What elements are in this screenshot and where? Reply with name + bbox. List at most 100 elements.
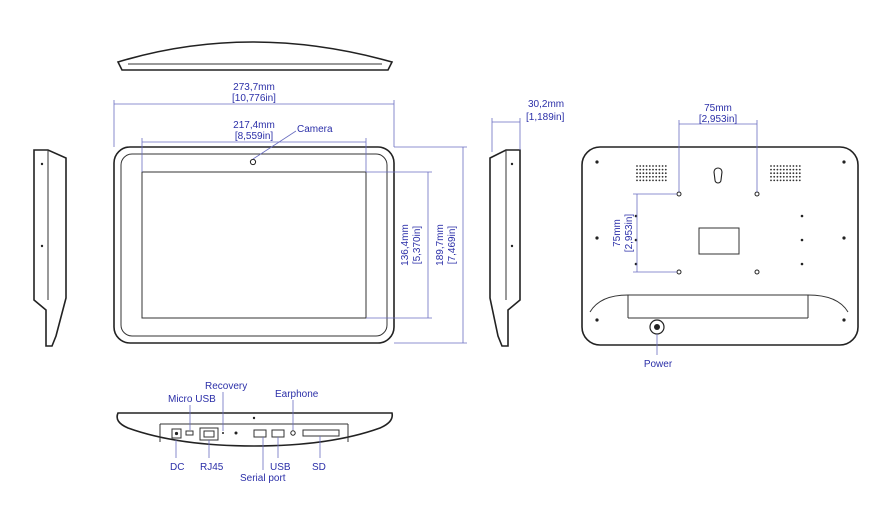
- speaker-hole: [652, 168, 654, 171]
- speaker-hole: [779, 165, 782, 167]
- speaker-hole: [779, 175, 782, 178]
- speaker-hole: [770, 168, 772, 171]
- speaker-hole: [664, 179, 667, 182]
- speaker-hole: [655, 175, 658, 178]
- speaker-hole: [652, 175, 654, 178]
- rj45-label: RJ45: [200, 462, 224, 473]
- speaker-hole: [789, 172, 792, 175]
- speaker-hole: [789, 175, 792, 178]
- speaker-hole: [773, 165, 776, 167]
- speaker-hole: [645, 175, 648, 178]
- sd-label: SD: [312, 462, 326, 473]
- speaker-hole: [661, 175, 664, 178]
- vesa-v-in-label: [2,953in]: [624, 214, 635, 253]
- speaker-hole: [655, 168, 658, 171]
- speaker-hole: [639, 179, 642, 182]
- camera-label: Camera: [297, 124, 333, 135]
- speaker-hole: [770, 165, 772, 167]
- speaker-hole: [652, 165, 654, 167]
- speaker-hole: [782, 179, 785, 182]
- speaker-hole: [648, 179, 651, 182]
- speaker-hole: [661, 172, 664, 175]
- speaker-hole: [636, 165, 638, 167]
- width-mm-label: 273,7mm: [233, 82, 275, 93]
- speaker-hole: [789, 179, 792, 182]
- vesa-h-in-label: [2,953in]: [699, 114, 738, 125]
- speaker-hole: [655, 165, 658, 167]
- depth-mm-label: 30,2mm: [528, 99, 564, 110]
- front-dimensions: [113, 100, 467, 344]
- speaker-hole: [652, 172, 654, 175]
- speaker-hole: [639, 168, 642, 171]
- speaker-hole: [648, 165, 651, 167]
- speaker-hole: [636, 179, 638, 182]
- speaker-hole: [792, 165, 795, 167]
- left-side-view: [33, 149, 67, 347]
- speaker-hole: [798, 165, 801, 167]
- speaker-hole: [773, 172, 776, 175]
- speaker-hole: [776, 172, 779, 175]
- back-view: [581, 146, 859, 346]
- speaker-hole: [776, 165, 779, 167]
- micro-usb-label: Micro USB: [168, 394, 216, 405]
- dc-label: DC: [170, 462, 184, 473]
- speaker-hole: [792, 172, 795, 175]
- usb-label: USB: [270, 462, 291, 473]
- speaker-hole: [795, 168, 798, 171]
- vesa-v-mm-label: 75mm: [612, 219, 623, 247]
- front-view: [113, 146, 395, 344]
- power-label: Power: [644, 359, 673, 370]
- screen-height-in-label: [5,370in]: [412, 226, 423, 265]
- speaker-hole: [642, 175, 645, 178]
- speaker-hole: [789, 168, 792, 171]
- speaker-hole: [776, 168, 779, 171]
- speaker-hole: [658, 179, 661, 182]
- screen-width-mm-label: 217,4mm: [233, 120, 275, 131]
- speaker-hole: [782, 175, 785, 178]
- speaker-hole: [773, 175, 776, 178]
- speaker-hole: [658, 168, 661, 171]
- vesa-dimensions: [633, 120, 758, 355]
- vesa-h-mm-label: 75mm: [704, 103, 732, 114]
- speaker-hole: [642, 179, 645, 182]
- camera-lens-icon: [249, 158, 257, 166]
- speaker-hole: [658, 175, 661, 178]
- depth-dimension: [491, 118, 521, 152]
- speaker-hole: [645, 168, 648, 171]
- speaker-hole: [792, 168, 795, 171]
- serial-port-label: Serial port: [240, 473, 286, 484]
- speaker-hole: [648, 175, 651, 178]
- speaker-hole: [636, 172, 638, 175]
- speaker-hole: [779, 168, 782, 171]
- speaker-hole: [770, 172, 772, 175]
- speaker-hole: [645, 165, 648, 167]
- speaker-hole: [789, 165, 792, 167]
- recovery-label: Recovery: [205, 381, 247, 392]
- speaker-grill-right: [770, 165, 801, 182]
- speaker-hole: [636, 168, 638, 171]
- height-mm-label: 189,7mm: [435, 224, 446, 266]
- speaker-hole: [773, 168, 776, 171]
- speaker-hole: [792, 175, 795, 178]
- speaker-hole: [792, 179, 795, 182]
- speaker-hole: [798, 172, 801, 175]
- speaker-hole: [642, 165, 645, 167]
- top-view: [116, 41, 394, 71]
- speaker-hole: [795, 172, 798, 175]
- speaker-hole: [786, 165, 788, 167]
- speaker-hole: [664, 172, 667, 175]
- speaker-hole: [798, 168, 801, 171]
- screen-width-in-label: [8,559in]: [235, 131, 274, 142]
- speaker-hole: [636, 175, 638, 178]
- speaker-hole: [776, 175, 779, 178]
- screen-height-mm-label: 136,4mm: [400, 224, 411, 266]
- width-in-label: [10,776in]: [232, 93, 276, 104]
- speaker-hole: [782, 172, 785, 175]
- speaker-hole: [658, 165, 661, 167]
- speaker-hole: [798, 175, 801, 178]
- speaker-hole: [773, 179, 776, 182]
- speaker-hole: [655, 179, 658, 182]
- speaker-hole: [642, 168, 645, 171]
- speaker-hole: [664, 165, 667, 167]
